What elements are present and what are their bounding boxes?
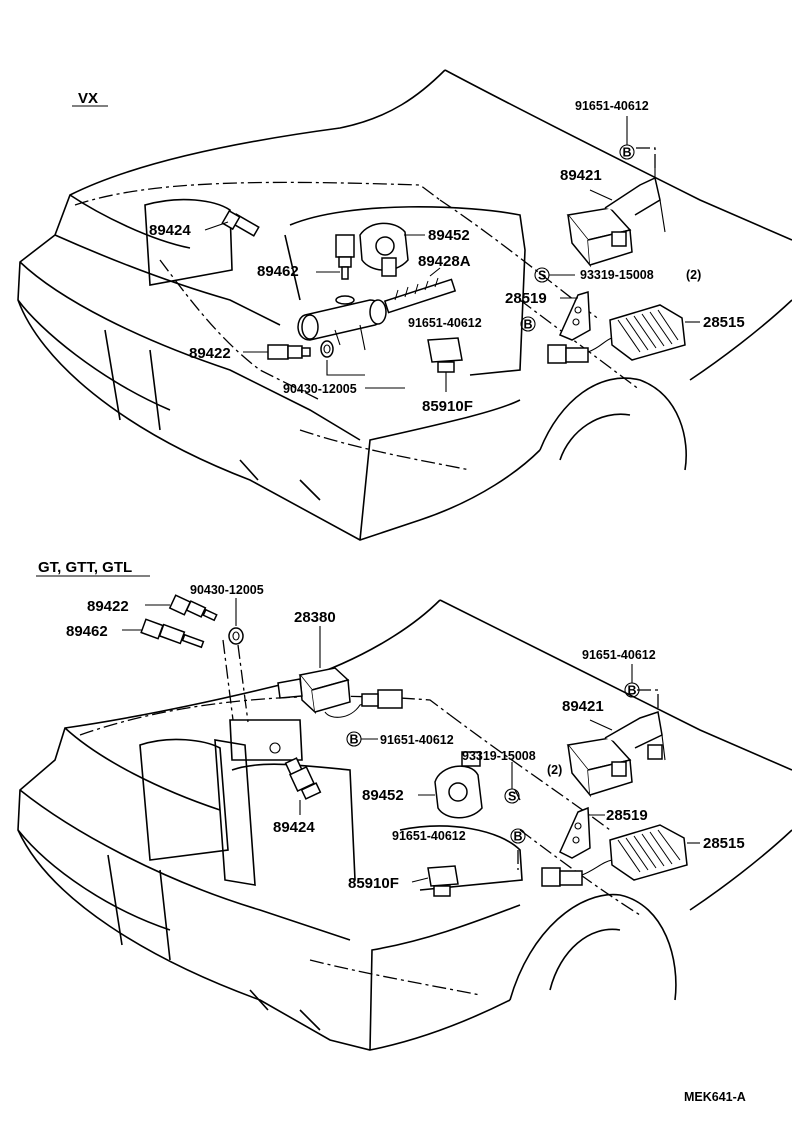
car-body-top: [17, 69, 792, 541]
bolt-mark-bottom-2: B: [346, 731, 362, 747]
label-89421: 89421: [562, 698, 604, 715]
label-28515: 28515: [703, 835, 745, 852]
label-91651-40612-a: 91651-40612: [582, 648, 656, 662]
label-90430-12005: 90430-12005: [190, 583, 264, 597]
bolt-mark-top-2: B: [520, 316, 536, 332]
label-89421: 89421: [560, 167, 602, 184]
sensor-89422: [267, 344, 311, 360]
top-section: VX: [17, 69, 792, 541]
sensor-89462: [335, 234, 355, 280]
label-93319-qty: (2): [686, 268, 701, 282]
bracket-28519: [558, 291, 591, 341]
relay-28380: [277, 667, 403, 718]
sensor-89424-bottom: [284, 757, 322, 800]
bolt-mark-label: B: [514, 830, 523, 844]
label-91651-40612: 91651-40612: [575, 99, 649, 113]
sensor-89424: [221, 209, 260, 237]
screw-mark-bottom: S: [504, 788, 520, 804]
bolt-mark-label: B: [350, 733, 359, 747]
diagram-code: MEK641-A: [684, 1090, 746, 1104]
label-89428a: 89428A: [418, 253, 471, 270]
label-28515: 28515: [703, 314, 745, 331]
label-91651-40612-b: 91651-40612: [380, 733, 454, 747]
screw-mark-top: S: [534, 267, 550, 283]
bolt-mark-label: B: [524, 318, 533, 332]
label-89452: 89452: [362, 787, 404, 804]
screw-mark-label: S: [538, 269, 546, 283]
label-89422: 89422: [189, 345, 231, 362]
screw-mark-label: S: [508, 790, 516, 804]
bracket-28519-bottom: [559, 806, 591, 859]
label-90430-12005: 90430-12005: [283, 382, 357, 396]
label-28519: 28519: [505, 290, 547, 307]
label-89462: 89462: [257, 263, 299, 280]
bolt-mark-label: B: [628, 684, 637, 698]
car-body-bottom: [17, 599, 792, 1051]
label-89462: 89462: [66, 623, 108, 640]
regulator-28515-bottom: [541, 824, 688, 887]
sensor-89422-bottom: [168, 594, 218, 622]
valve-89452: [359, 222, 409, 277]
section-header-vx: VX: [78, 90, 98, 107]
switch-85910f-bottom: [427, 865, 459, 897]
bolt-mark-top-1: B: [619, 144, 635, 160]
sensor-89428a: [383, 277, 457, 314]
label-89422: 89422: [87, 598, 129, 615]
bottom-section: GT, GTT, GTL: [17, 559, 792, 1051]
ecu-89421: [566, 168, 666, 268]
label-89452: 89452: [428, 227, 470, 244]
sensor-89462-bottom: [140, 618, 205, 649]
label-91651-40612-c: 91651-40612: [392, 829, 466, 843]
label-85910f: 85910F: [422, 398, 473, 415]
bolt-mark-bottom-3: B: [510, 828, 526, 844]
label-28519: 28519: [606, 807, 648, 824]
gasket-90430-bottom: [228, 627, 244, 645]
ecu-89421-bottom: [566, 711, 666, 798]
label-89424: 89424: [273, 819, 315, 836]
valve-89452-bottom: [434, 751, 483, 819]
label-28380: 28380: [294, 609, 336, 626]
thermostat-housing: [297, 295, 387, 351]
bolt-mark-label: B: [623, 146, 632, 160]
label-93319-15008: 93319-15008: [462, 749, 536, 763]
label-89424: 89424: [149, 222, 191, 239]
label-85910f: 85910F: [348, 875, 399, 892]
bolt-mark-bottom-1: B: [624, 682, 640, 698]
gasket-90430: [320, 340, 334, 358]
label-93319-15008: 93319-15008: [580, 268, 654, 282]
label-93319-qty: (2): [547, 763, 562, 777]
switch-85910f: [427, 337, 463, 392]
section-header-gt: GT, GTT, GTL: [38, 559, 132, 576]
label-91651-40612-b: 91651-40612: [408, 316, 482, 330]
regulator-28515: [547, 304, 686, 364]
